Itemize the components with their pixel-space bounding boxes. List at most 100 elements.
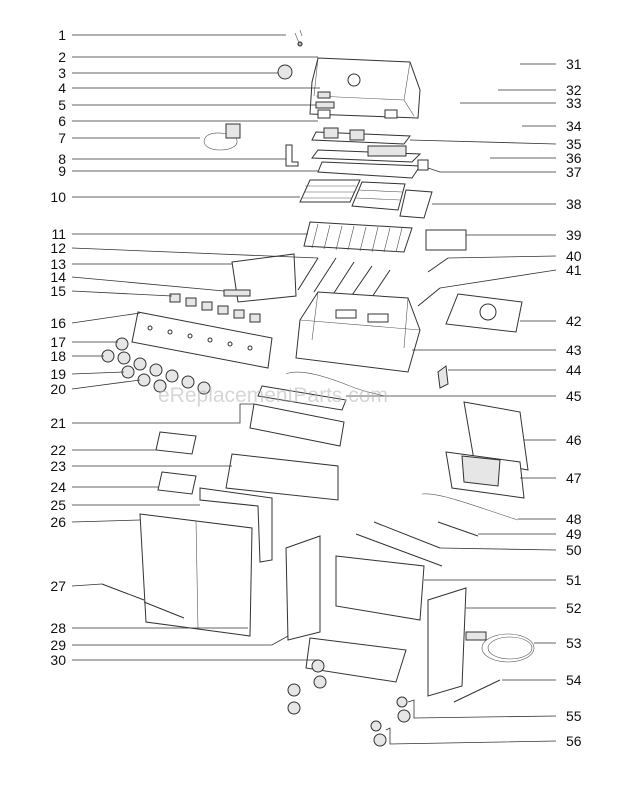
callout-label-21: 21 xyxy=(50,415,66,431)
part-27-28-handles xyxy=(101,583,185,619)
callout-label-54: 54 xyxy=(566,672,582,688)
callout-label-23: 23 xyxy=(50,458,66,474)
part-12-burner-tubes xyxy=(297,257,391,301)
callout-label-44: 44 xyxy=(566,362,582,378)
part-15-valves xyxy=(169,293,261,323)
part-51-back-panel xyxy=(335,555,425,621)
callout-label-11: 11 xyxy=(51,226,66,242)
callout-label-16: 16 xyxy=(50,315,66,331)
callout-label-27: 27 xyxy=(50,578,66,594)
part-11-flavorizer-bars xyxy=(303,221,413,253)
part-44-valve xyxy=(437,365,449,389)
part-hose xyxy=(285,371,385,397)
part-40-tube xyxy=(427,257,449,273)
part-7-igniter xyxy=(203,123,241,151)
callout-label-17: 17 xyxy=(50,334,66,350)
callout-label-15: 15 xyxy=(50,283,66,299)
part-39-tray xyxy=(425,229,467,251)
callout-label-28: 28 xyxy=(50,620,66,636)
callout-label-2: 2 xyxy=(58,49,66,65)
part-29-frame xyxy=(285,535,321,641)
part-48-hose xyxy=(421,493,519,521)
callout-label-14: 14 xyxy=(50,269,66,285)
callout-label-47: 47 xyxy=(566,470,582,486)
part-24-tray xyxy=(157,471,197,495)
part-16-control-panel xyxy=(131,311,273,369)
part-50-rail xyxy=(373,521,441,549)
callout-label-55: 55 xyxy=(566,708,582,724)
callout-label-13: 13 xyxy=(50,256,66,272)
callout-label-35: 35 xyxy=(566,136,582,152)
callout-label-30: 30 xyxy=(50,652,66,668)
left-callout-labels: 1234567891011121314151617181920212223242… xyxy=(50,27,66,668)
callout-label-36: 36 xyxy=(566,150,582,166)
callout-label-51: 51 xyxy=(566,572,582,588)
callout-label-8: 8 xyxy=(58,151,66,167)
callout-label-45: 45 xyxy=(566,388,582,404)
callout-label-34: 34 xyxy=(566,118,582,134)
part-23-drip-tray xyxy=(225,453,339,501)
callout-label-7: 7 xyxy=(58,130,66,146)
callout-label-9: 9 xyxy=(58,163,66,179)
part-drawings xyxy=(101,29,535,747)
part-43-cookbox xyxy=(295,291,421,373)
callout-label-29: 29 xyxy=(50,637,66,653)
callout-label-1: 1 xyxy=(58,27,66,43)
leader-lines xyxy=(71,34,557,745)
callout-label-39: 39 xyxy=(566,227,582,243)
part-26-doors xyxy=(139,513,253,637)
callout-label-49: 49 xyxy=(566,526,582,542)
callout-label-26: 26 xyxy=(50,514,66,530)
callout-label-48: 48 xyxy=(566,511,582,527)
part-14-bracket xyxy=(223,289,251,297)
part-17-20-knobs xyxy=(101,337,211,395)
part-54-tool xyxy=(453,679,501,703)
part-8-bracket xyxy=(285,144,299,167)
callout-label-37: 37 xyxy=(566,164,582,180)
part-49-rail xyxy=(437,521,479,537)
callout-label-19: 19 xyxy=(50,366,66,382)
callout-label-6: 6 xyxy=(58,113,66,129)
callout-label-38: 38 xyxy=(566,196,582,212)
callout-label-46: 46 xyxy=(566,432,582,448)
part-55-56-casters xyxy=(370,696,411,747)
part-22-tray xyxy=(155,431,197,455)
callout-label-25: 25 xyxy=(50,497,66,513)
callout-label-32: 32 xyxy=(566,82,582,98)
callout-label-56: 56 xyxy=(566,733,582,749)
callout-label-50: 50 xyxy=(566,542,582,558)
part-46-47-side-burner-housing xyxy=(445,401,529,499)
part-1-screws xyxy=(294,29,303,47)
callout-label-31: 31 xyxy=(566,56,582,72)
part-52-frame xyxy=(427,587,467,697)
callout-label-3: 3 xyxy=(58,65,66,81)
part-3-thermometer xyxy=(277,64,293,80)
part-35-rotisserie-burner xyxy=(311,127,411,145)
part-2-lid xyxy=(309,57,421,119)
callout-label-52: 52 xyxy=(566,600,582,616)
part-9-warming-rack xyxy=(311,145,429,179)
part-50-rail-b xyxy=(355,533,443,567)
callout-label-12: 12 xyxy=(50,240,66,256)
part-10-cooking-grids xyxy=(299,179,433,219)
callout-label-43: 43 xyxy=(566,342,582,358)
callout-label-41: 41 xyxy=(566,262,582,278)
callout-label-18: 18 xyxy=(50,348,66,364)
callout-label-10: 10 xyxy=(50,189,66,205)
watermark: eReplacementParts.com xyxy=(158,384,388,407)
callout-label-40: 40 xyxy=(566,248,582,264)
callout-label-4: 4 xyxy=(58,80,66,96)
part-45-manifold xyxy=(249,385,347,447)
callout-label-33: 33 xyxy=(566,95,582,111)
part-25-panel xyxy=(199,487,273,563)
part-30-bottom-panel xyxy=(305,637,407,683)
callout-label-53: 53 xyxy=(566,635,582,651)
part-42-side-burner xyxy=(445,293,523,333)
callout-label-5: 5 xyxy=(58,97,66,113)
part-casters xyxy=(287,659,327,715)
callout-label-20: 20 xyxy=(50,381,66,397)
callout-label-42: 42 xyxy=(566,313,582,329)
